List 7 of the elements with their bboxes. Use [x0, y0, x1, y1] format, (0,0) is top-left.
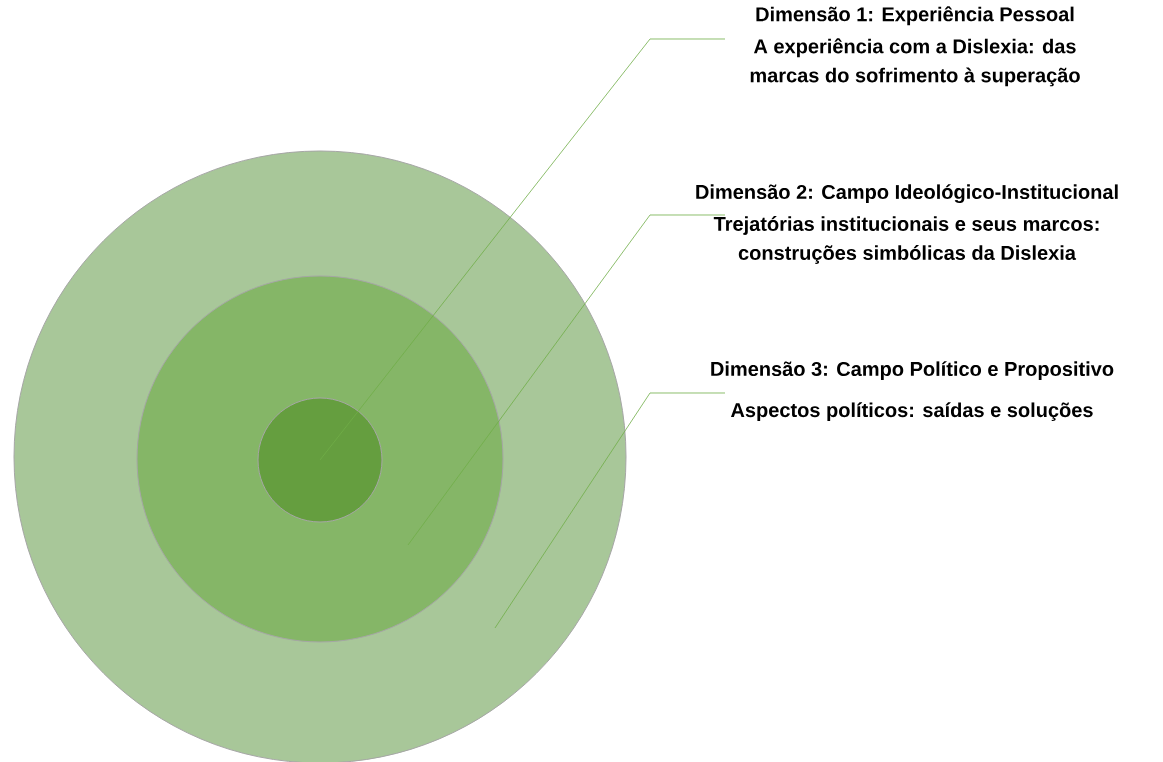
callout-text: Dimensão 1: Experiência Pessoal A experiência com a Dislexia: das marcas do sofrimento à superação: [750, 6, 1080, 87]
callout-text: Dimensão 3: Campo Político e Propositivo Aspectos políticos: saídas e soluções: [711, 361, 1114, 422]
circle: [257, 397, 383, 523]
callout-text: Dimensão 2: Campo Ideológico-Institucional Trejatórias institucionais e seus marcos: construções simbólicas da Dislexia: [696, 184, 1118, 264]
leader-line: [494, 392, 726, 629]
leader-line: [319, 38, 726, 461]
leader-line: [407, 214, 726, 546]
